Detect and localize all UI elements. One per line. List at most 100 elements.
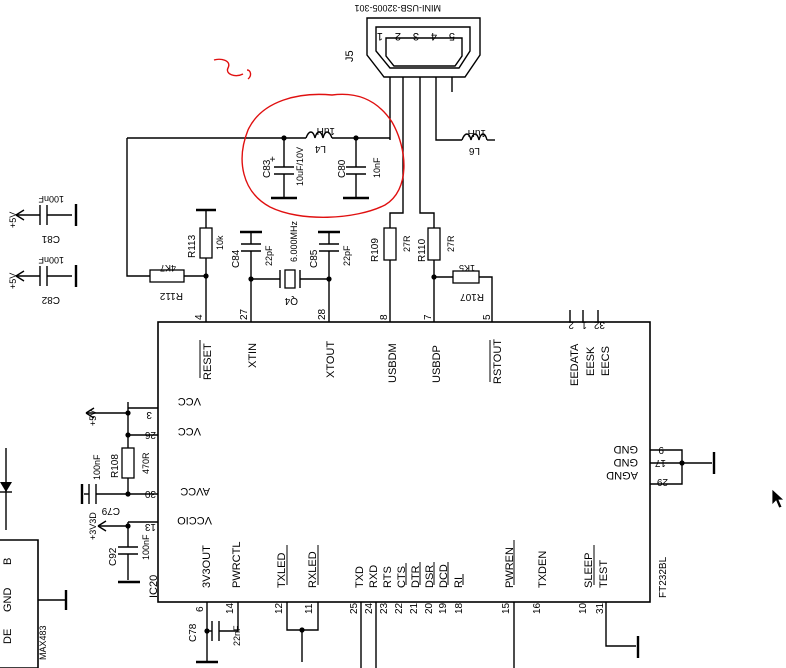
max-pin-b: B bbox=[2, 558, 14, 565]
pin-name: DCD bbox=[438, 564, 450, 588]
pin-num: 8 bbox=[379, 314, 390, 320]
pin-num: 5 bbox=[482, 314, 493, 320]
pin-num: 19 bbox=[438, 602, 449, 614]
r113-value: 10k bbox=[215, 235, 225, 250]
pin-name: USBDP bbox=[431, 345, 443, 383]
c83-ref: C83 bbox=[262, 159, 273, 178]
pin-name: VCC bbox=[178, 395, 201, 407]
c83-value: 10uF/10V bbox=[295, 147, 305, 186]
c80-ref: C80 bbox=[337, 159, 348, 178]
pin-name: VCCIO bbox=[177, 514, 212, 526]
pin-name: AGND bbox=[606, 469, 638, 481]
r110-value: 27R bbox=[446, 235, 456, 252]
pin-num: 30 bbox=[144, 488, 156, 499]
pin-name: GND bbox=[614, 443, 639, 455]
c81-value: 100nF bbox=[38, 194, 64, 204]
pin-name: RTS bbox=[382, 566, 394, 588]
l6-ref: L6 bbox=[468, 145, 480, 156]
r109-value: 27R bbox=[402, 235, 412, 252]
pin-name: EESK bbox=[585, 346, 597, 376]
rail-c82: +5V 100nF C82 bbox=[8, 255, 78, 305]
reset-network: 4K7 R112 R113 10k bbox=[126, 138, 225, 322]
rail-c81: +5V 100nF C81 bbox=[8, 194, 78, 244]
ic-top-pins: 4 RESET 27 XTIN 28 XTOUT 8 USBDM 7 USBDP… bbox=[194, 308, 612, 386]
q4-value: 6.000MHz bbox=[289, 220, 299, 262]
pin-num: 28 bbox=[317, 308, 328, 320]
ic-bottom-pins: 3V3OUT 6 PWRCTL 14 TXLED 12 RXLED 11 TXD… bbox=[195, 540, 610, 614]
pin-num: 13 bbox=[144, 521, 156, 532]
pin-name: EEDATA bbox=[569, 343, 581, 386]
vcc-decoupling: +5V R108 470R 100nF C79 +3V3D C92 100nF bbox=[80, 402, 151, 584]
rail-p5v-c: +5V bbox=[88, 410, 98, 426]
l4-ref: L4 bbox=[314, 143, 326, 154]
pin-num: 14 bbox=[225, 602, 236, 614]
c92-value: 100nF bbox=[141, 534, 151, 560]
pin-name: XTIN bbox=[247, 343, 259, 368]
pin-num: 24 bbox=[364, 602, 375, 614]
rail-p3v3: +3V3D bbox=[88, 512, 98, 540]
pin-num: 22 bbox=[394, 602, 405, 614]
pin-name: RSTOUT bbox=[492, 339, 504, 384]
pin-num: 12 bbox=[274, 602, 285, 614]
j5-pin-label: 2 bbox=[395, 30, 401, 42]
pin-num: 31 bbox=[595, 602, 606, 614]
red-markup bbox=[213, 58, 405, 218]
max-pin-gnd: GND bbox=[2, 588, 14, 613]
usb-signal-wires bbox=[389, 77, 462, 228]
c81-ref: C81 bbox=[41, 233, 60, 244]
pin-name: CTS bbox=[396, 566, 408, 588]
r107-ref: R107 bbox=[460, 291, 484, 302]
pin-num: 1 bbox=[581, 319, 587, 330]
c82-ref: C82 bbox=[41, 294, 60, 305]
r112-ref: R112 bbox=[159, 290, 183, 301]
pin-name: VCC bbox=[178, 425, 201, 437]
pin-name: RESET bbox=[202, 343, 214, 380]
j5-part-label: MINI-USB-32005-301 bbox=[354, 3, 441, 13]
c82-value: 100nF bbox=[38, 255, 64, 265]
pin-num: 11 bbox=[304, 603, 315, 614]
c85-value: 22pF bbox=[342, 245, 352, 266]
pin-name: TXDEN bbox=[537, 551, 549, 588]
pin-name: USBDM bbox=[387, 343, 399, 383]
pin-num: 32 bbox=[593, 319, 605, 330]
ic-bottom-wires: C78 22nF bbox=[188, 602, 640, 668]
pin-name: XTOUT bbox=[325, 341, 337, 378]
pin-num: 6 bbox=[195, 606, 206, 612]
pin-name: TEST bbox=[598, 560, 610, 588]
pin-num: 10 bbox=[578, 602, 589, 614]
pin-name: 3V3OUT bbox=[201, 545, 213, 588]
c84-ref: C84 bbox=[231, 249, 242, 268]
j5-pin-label: 3 bbox=[413, 30, 419, 42]
l4-value: 1uH bbox=[317, 125, 335, 136]
r109-ref: R109 bbox=[370, 238, 381, 262]
ic-right-pins: 9 GND 17 GND 29 AGND bbox=[606, 443, 716, 487]
rail-p5v-b: +5V bbox=[8, 273, 18, 289]
usb-resistors: R109 27R R110 27R 1K5 R107 bbox=[370, 227, 493, 322]
crystal-network: C84 22pF C85 22pF 6.000MHz Q4 bbox=[231, 220, 352, 322]
l6-value: 1uH bbox=[468, 127, 486, 138]
r108-ref: R108 bbox=[110, 454, 121, 478]
j5-pin-label: 4 bbox=[431, 30, 437, 42]
rail-p5v-a: +5V bbox=[8, 212, 18, 228]
j5-ref-label: J5 bbox=[344, 50, 356, 62]
pin-num: 9 bbox=[658, 444, 664, 455]
pin-num: 16 bbox=[532, 602, 543, 614]
c92-ref: C92 bbox=[108, 547, 119, 566]
j5-pin-label: 1 bbox=[377, 30, 383, 42]
pin-num: 4 bbox=[194, 314, 205, 320]
r113-ref: R113 bbox=[187, 234, 198, 258]
c78-ref: C78 bbox=[188, 623, 199, 642]
l6-inductor: 1uH L6 bbox=[461, 127, 495, 156]
pin-name: RI bbox=[453, 577, 465, 588]
r112-value: 4K7 bbox=[160, 263, 176, 273]
pin-num: 23 bbox=[379, 602, 390, 614]
ic-ft232bl: FT232BL IC20 bbox=[148, 321, 669, 603]
pin-num: 7 bbox=[423, 314, 434, 320]
pin-name: EECS bbox=[600, 346, 612, 376]
mouse-cursor-icon bbox=[771, 488, 786, 509]
pin-name: TXLED bbox=[276, 552, 288, 588]
pin-num: 25 bbox=[349, 602, 360, 614]
c80-value: 10nF bbox=[372, 157, 382, 178]
pin-name: GND bbox=[614, 456, 639, 468]
